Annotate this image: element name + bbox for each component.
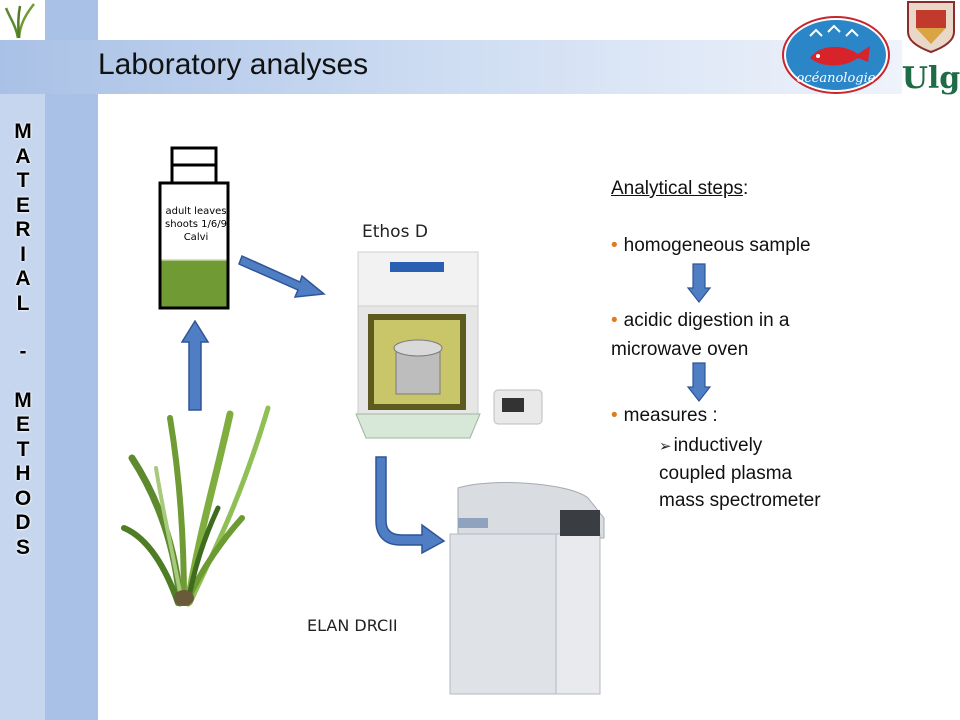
vertical-section-label: M A T E R I A L - M E T H O D S xyxy=(8,120,38,560)
microwave-label: Ethos D xyxy=(362,222,428,242)
vertical-letter: E xyxy=(15,413,30,436)
seagrass-plant-image xyxy=(121,405,271,607)
vertical-letter: O xyxy=(14,486,32,510)
vertical-letter: T xyxy=(16,169,30,192)
steps-heading-colon: : xyxy=(743,178,749,199)
vertical-letter: H xyxy=(15,462,31,485)
vertical-letter: S xyxy=(15,535,30,559)
ulg-logo: Ulg xyxy=(902,0,960,98)
vertical-letter: - xyxy=(19,340,27,363)
diagonal-arrow-icon xyxy=(238,254,326,298)
bullet-icon: • xyxy=(611,310,618,331)
slide-title: Laboratory analyses xyxy=(98,48,369,81)
steps-heading-text: Analytical steps xyxy=(611,178,744,199)
down-arrow-icon xyxy=(686,263,712,303)
step-1: •homogeneous sample xyxy=(611,235,811,257)
vertical-letter: T xyxy=(16,437,30,461)
steps-heading: Analytical steps: xyxy=(611,178,748,200)
spectrometer-label: ELAN DRCII xyxy=(307,616,398,635)
bottle-label: adult leaves shoots 1/6/9 Calvi xyxy=(160,205,232,244)
spectrometer-image xyxy=(449,482,605,695)
sample-bottle xyxy=(158,146,230,310)
bottle-label-line: adult leaves xyxy=(165,206,227,217)
bullet-icon: • xyxy=(611,405,618,426)
bullet-icon: • xyxy=(611,235,618,256)
vertical-letter: D xyxy=(15,511,31,534)
up-arrow-icon xyxy=(180,319,210,411)
sub-text: mass spectrometer xyxy=(659,490,821,511)
step-text: acidic digestion in a xyxy=(623,310,790,331)
vertical-letter: A xyxy=(15,267,31,290)
ethos-microwave-image xyxy=(355,251,543,439)
ulg-text: Ulg xyxy=(902,61,960,96)
oceanology-logo: océanologie xyxy=(782,16,890,94)
vertical-letter: M xyxy=(14,120,32,143)
vertical-letter: E xyxy=(15,193,30,217)
oceanology-text: océanologie xyxy=(797,71,876,86)
vertical-letter: I xyxy=(20,242,26,266)
left-strip xyxy=(45,0,98,720)
step-2: •acidic digestion in a microwave oven xyxy=(611,306,789,364)
step-text: measures : xyxy=(623,405,718,426)
seagrass-corner-logo xyxy=(0,0,45,40)
vertical-letter: R xyxy=(15,218,31,241)
step-text: homogeneous sample xyxy=(623,235,811,256)
arrow-bullet-icon: ➢ xyxy=(659,438,672,455)
curved-arrow-icon xyxy=(375,456,446,555)
step-3: •measures : xyxy=(611,405,718,427)
bottle-label-line: Calvi xyxy=(183,232,209,243)
vertical-letter: L xyxy=(16,291,30,315)
step-3-sub: ➢inductively coupled plasma mass spectrome… xyxy=(659,432,821,514)
sub-text: inductively xyxy=(673,435,763,456)
step-text: microwave oven xyxy=(611,339,749,360)
bottle-label-line: shoots 1/6/9 xyxy=(165,219,227,230)
vertical-letter: M xyxy=(14,388,32,412)
vertical-letter: A xyxy=(15,144,31,168)
down-arrow-icon xyxy=(686,362,712,402)
sub-text: coupled plasma xyxy=(659,463,793,484)
